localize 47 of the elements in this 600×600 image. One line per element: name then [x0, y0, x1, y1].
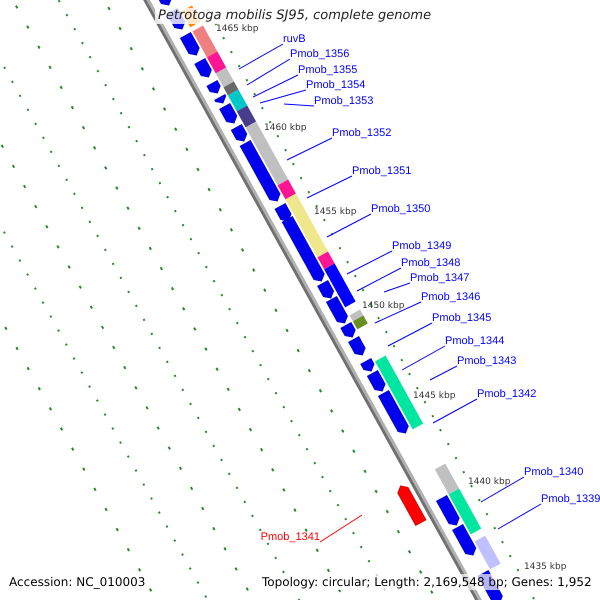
leader-line — [384, 282, 410, 292]
gene-label: Pmob_1347 — [410, 272, 470, 285]
gene-label: Pmob_1342 — [477, 388, 536, 401]
gene-label: Pmob_1350 — [371, 203, 430, 216]
gene-label: Pmob_1340 — [524, 466, 584, 479]
gene-label: Pmob_1352 — [332, 127, 392, 140]
gene-label: Pmob_1356 — [290, 48, 350, 61]
position-tick-label: 1460 kbp — [264, 123, 306, 134]
leader-line — [374, 302, 422, 324]
leader-line — [326, 214, 372, 238]
gene-label: Pmob_1353 — [314, 95, 374, 108]
position-tick-label: 1445 kbp — [413, 391, 456, 402]
leader-line — [430, 366, 458, 380]
leader-line — [286, 138, 332, 160]
leader-line — [432, 398, 478, 424]
position-tick-label: 1465 kbp — [216, 24, 258, 35]
leader-line — [284, 104, 314, 106]
gene-label: Pmob_1344 — [445, 335, 504, 348]
gene-label: ruvB — [283, 33, 306, 46]
leader-line — [498, 504, 542, 530]
genome-info-text: Accession: NC_010003 — [9, 574, 146, 590]
leader-line — [402, 346, 446, 370]
leader-line — [306, 176, 352, 198]
leader-line — [346, 250, 392, 274]
gene-label: Pmob_1351 — [352, 165, 412, 178]
leader-line — [356, 268, 402, 292]
gene-label: Pmob_1345 — [432, 312, 492, 325]
position-tick-label: 1440 kbp — [468, 477, 510, 488]
leader-line — [238, 44, 284, 70]
gene-label: Pmob_1341 — [260, 531, 320, 544]
gene-label: Pmob_1346 — [421, 291, 480, 304]
gene-label: Pmob_1339 — [541, 493, 600, 506]
leader-line — [260, 90, 306, 104]
position-tick-label: 1450 kbp — [362, 301, 404, 312]
gene-label: Pmob_1348 — [401, 257, 460, 270]
gene-label: Pmob_1355 — [298, 64, 358, 77]
leader-line — [246, 58, 290, 86]
leader-line — [320, 514, 362, 542]
leader-line — [252, 74, 298, 98]
leader-line — [480, 476, 524, 502]
genome-info-text: Topology: circular; Length: 2,169,548 bp; Genes: 1,952 — [262, 574, 592, 590]
gene-label: Pmob_1343 — [457, 355, 516, 368]
gene-label: Pmob_1349 — [392, 240, 452, 253]
gene-label: Pmob_1354 — [306, 79, 366, 92]
position-tick-label: 1455 kbp — [314, 207, 356, 218]
position-tick-label: 1435 kbp — [524, 562, 566, 573]
leader-line — [388, 322, 432, 346]
